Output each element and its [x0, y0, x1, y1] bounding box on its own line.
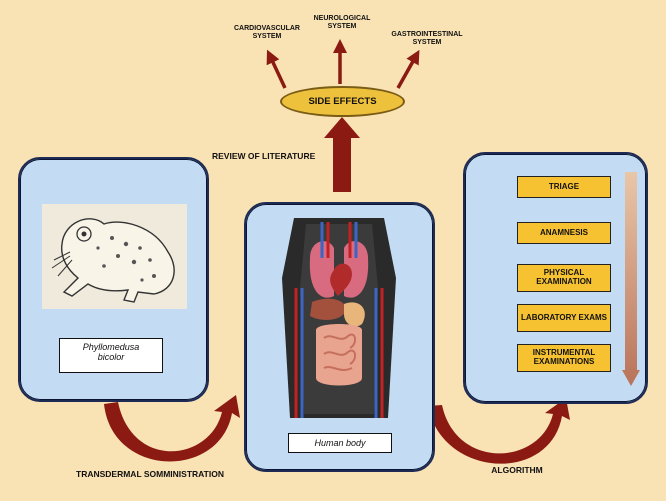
review-label: REVIEW OF LITERATURE — [212, 151, 316, 161]
transdermal-label: TRANSDERMAL SOMMINISTRATION — [76, 469, 224, 479]
body-caption: Human body — [288, 433, 392, 453]
side-effects-oval: SIDE EFFECTS — [280, 86, 405, 117]
step-physical-examination: PHYSICAL EXAMINATION — [517, 264, 611, 292]
effect-arrows — [266, 39, 420, 89]
side-effects-label: SIDE EFFECTS — [308, 96, 377, 107]
algorithm-arrow — [428, 398, 570, 464]
step-laboratory-exams: LABORATORY EXAMS — [517, 304, 611, 332]
gastrointestinal-label: GASTROINTESTINAL SYSTEM — [391, 31, 463, 46]
neurological-label: NEUROLOGICAL SYSTEM — [313, 15, 371, 30]
frog-caption: Phyllomedusa bicolor — [59, 338, 163, 373]
frog-panel: Phyllomedusa bicolor — [18, 157, 209, 402]
human-body-illustration — [282, 218, 396, 418]
frog-caption-line2: bicolor — [97, 352, 125, 363]
body-panel: Human body — [244, 202, 435, 472]
transdermal-arrow — [104, 395, 240, 462]
step-instrumental-examinations: INSTRUMENTAL EXAMINATIONS — [517, 344, 611, 372]
step-triage: TRIAGE — [517, 176, 611, 198]
frog-illustration — [42, 204, 187, 309]
frog-caption-line1: Phyllomedusa — [82, 342, 140, 352]
review-arrow — [324, 117, 360, 192]
step-anamnesis: ANAMNESIS — [517, 222, 611, 244]
progression-arrow — [622, 172, 640, 386]
cardiovascular-label: CARDIOVASCULAR SYSTEM — [234, 25, 300, 40]
algorithm-label: ALGORITHM — [491, 465, 543, 475]
